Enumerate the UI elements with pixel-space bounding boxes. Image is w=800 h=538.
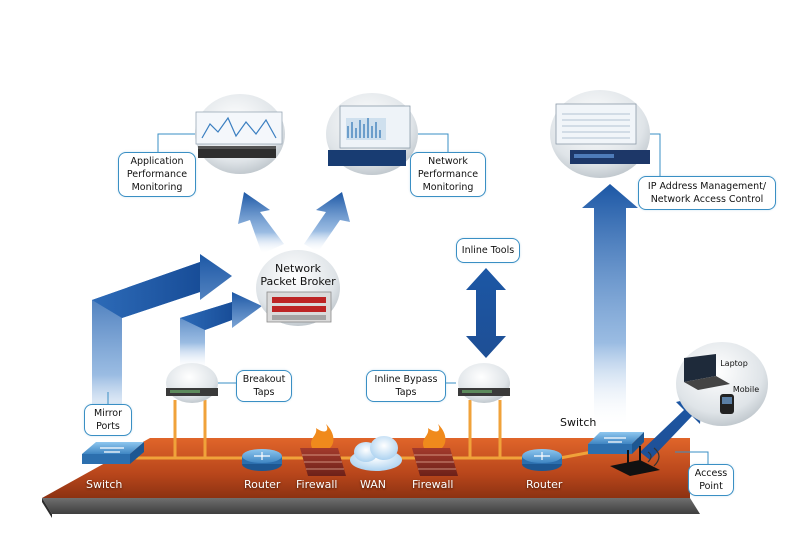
mirror-ports-callout-line2: Ports (96, 421, 120, 432)
switch-right (588, 432, 644, 454)
inline-bypass-callout-line2: Taps (395, 387, 417, 398)
apm-callout-line2: Performance (126, 169, 188, 180)
router-right-label: Router (526, 478, 563, 491)
npm-bubble (326, 93, 418, 175)
mirror-ports-callout: Mirror Ports (84, 404, 132, 436)
npm-callout-line1: Network (428, 156, 468, 167)
inline-tools-arrow (466, 268, 506, 358)
switch-left-label: Switch (86, 478, 123, 491)
wan-cloud (350, 436, 402, 471)
access-arrow (640, 396, 702, 460)
breakout-taps-callout: Breakout Taps (236, 370, 292, 402)
network-cables (120, 400, 593, 460)
mirror-ports-callout-line1: Mirror (94, 408, 122, 419)
npb-label-line1: Network (275, 262, 322, 275)
breakout-arrow (180, 292, 262, 370)
access-point-callout: Access Point (688, 464, 734, 496)
apm-callout-line3: Monitoring (131, 182, 183, 193)
firewall-left-label: Firewall (296, 478, 338, 491)
apm-bubble (195, 94, 285, 174)
firewall-right-label: Firewall (412, 478, 454, 491)
ipam-callout-line1: IP Address Management/ (647, 181, 767, 192)
switch-right-label: Switch (560, 416, 597, 429)
router-left (242, 449, 282, 471)
npm-callout: Network Performance Monitoring (410, 152, 486, 197)
npm-callout-line3: Monitoring (422, 182, 474, 193)
inline-tools-callout-line1: Inline Tools (461, 245, 515, 256)
breakout-taps-callout-line1: Breakout (242, 374, 286, 385)
ipam-bubble (550, 90, 650, 178)
mirror-arrow (92, 254, 232, 440)
npb-to-apm-arrow (238, 192, 284, 254)
npm-callout-line2: Performance (417, 169, 479, 180)
router-left-label: Router (244, 478, 281, 491)
inline-bypass-tap-bubble (458, 363, 510, 403)
apm-callout: Application Performance Monitoring (118, 152, 196, 197)
firewall-right (412, 424, 458, 476)
npb-to-npm-arrow (304, 192, 350, 252)
ipam-callout-line2: Network Access Control (650, 194, 764, 205)
breakout-taps-callout-line2: Taps (253, 387, 275, 398)
laptop-label: Laptop (720, 359, 748, 368)
inline-bypass-callout-line1: Inline Bypass (374, 374, 438, 385)
switch-left (82, 442, 144, 464)
inline-bypass-callout: Inline Bypass Taps (366, 370, 446, 402)
callout-lines (107, 133, 709, 466)
inline-tools-callout: Inline Tools (456, 238, 520, 263)
ipam-callout: IP Address Management/ Network Access Co… (638, 176, 776, 210)
access-point-callout-line1: Access (694, 468, 728, 479)
wan-label: WAN (360, 478, 387, 491)
apm-callout-line1: Application (130, 156, 184, 167)
mobile-label: Mobile (733, 385, 759, 394)
breakout-tap-bubble (166, 363, 218, 403)
access-point-callout-line2: Point (699, 481, 723, 492)
mobile-devices-bubble (676, 342, 768, 426)
npb-label-line2: Packet Broker (260, 275, 336, 288)
firewall-left (300, 424, 346, 476)
access-point (610, 446, 660, 476)
packet-broker-bubble (256, 250, 340, 326)
router-right (522, 449, 562, 471)
ipam-arrow (582, 184, 638, 428)
